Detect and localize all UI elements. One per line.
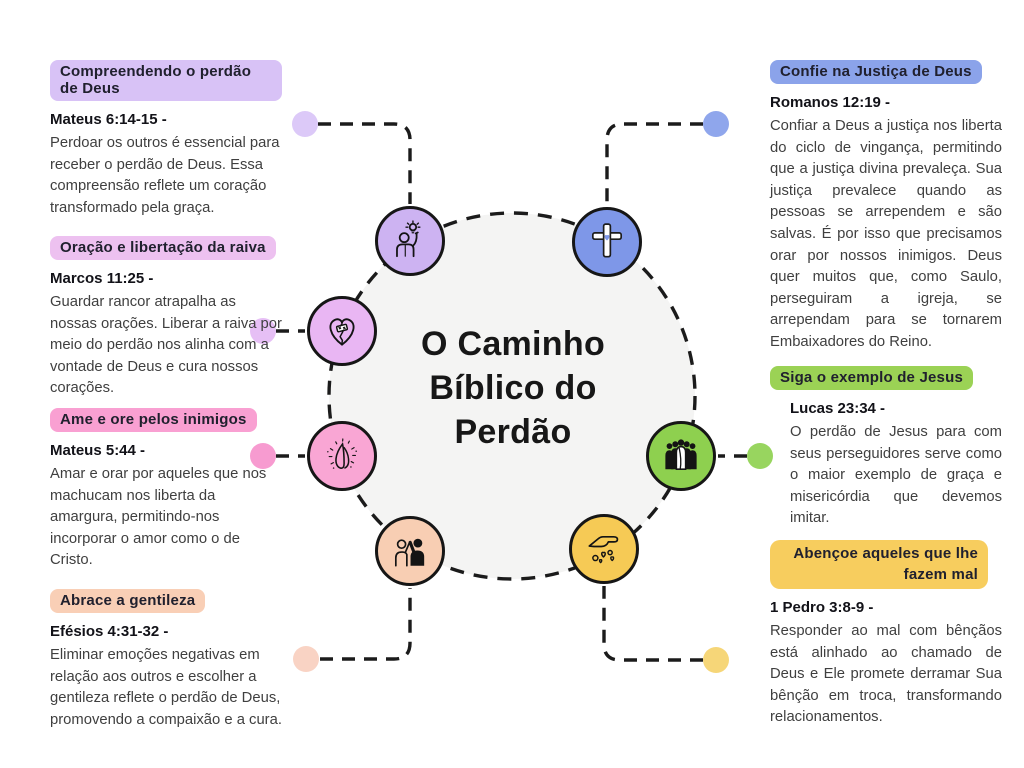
node-understanding (375, 206, 445, 276)
connector-dot-praying-hands (250, 443, 276, 469)
section-header-pill: Abrace a gentileza (50, 589, 206, 613)
node-giving-hand (569, 514, 639, 584)
center-circle (327, 211, 697, 581)
understanding-idea-icon (389, 220, 431, 262)
verse-reference: Romanos 12:19 - (770, 94, 891, 111)
jesus-group-icon (659, 434, 703, 478)
section-confie-na-justica: Confie na Justiça de Deus Romanos 12:19 … (770, 60, 1002, 354)
connector-line-understanding (318, 122, 412, 204)
section-body-text: O perdão de Jesus para com seus persegui… (790, 424, 1002, 527)
verse-reference: Mateus 5:44 - (50, 442, 146, 459)
verse-reference: 1 Pedro 3:8-9 - (770, 599, 874, 616)
connector-dot-understanding (292, 111, 318, 137)
connector-dot-cross (703, 111, 729, 137)
section-oracao-e-libertacao: Oração e libertação da raiva Marcos 11:2… (50, 236, 282, 400)
diagram-title: O Caminho Bíblico do Perdão (420, 325, 606, 451)
cross-heart-icon (586, 221, 628, 263)
connector-dot-jesus-group (747, 443, 773, 469)
section-header-pill: Oração e libertação da raiva (50, 236, 276, 260)
broken-heart-patch-icon (321, 310, 363, 352)
section-abrace-a-gentileza: Abrace a gentileza Efésios 4:31-32 - Eli… (50, 589, 282, 731)
section-header-pill: Compreendendo o perdão de Deus (50, 60, 282, 101)
section-body-text: Eliminar emoções negativas em relação ao… (50, 647, 282, 728)
node-high-five (375, 516, 445, 586)
verse-reference: Mateus 6:14-15 - (50, 111, 167, 128)
section-header-pill: Confie na Justiça de Deus (770, 60, 982, 84)
section-header-pill: Siga o exemplo de Jesus (770, 366, 974, 390)
node-broken-heart (307, 296, 377, 366)
giving-hand-hearts-icon (583, 528, 625, 570)
section-ame-e-ore: Ame e ore pelos inimigos Mateus 5:44 - A… (50, 408, 282, 572)
section-body-text: Perdoar os outros é essencial para receb… (50, 135, 280, 216)
connector-line-high-five (320, 588, 412, 661)
high-five-people-icon (389, 530, 431, 572)
section-header-pill: Ame e ore pelos inimigos (50, 408, 257, 432)
connector-line-giving-hand (602, 586, 703, 662)
section-body-text: Responder ao mal com bênçãos está alinha… (770, 623, 1002, 726)
verse-reference: Marcos 11:25 - (50, 270, 154, 287)
section-header-pill: Abençoe aqueles que lhe fazem mal (770, 540, 988, 589)
indented-verse-block: Lucas 23:34 - O perdão de Jesus para com… (790, 400, 1002, 530)
section-compreendendo-o-perdao: Compreendendo o perdão de Deus Mateus 6:… (50, 60, 282, 219)
verse-reference: Efésios 4:31-32 - (50, 623, 169, 640)
node-jesus-group (646, 421, 716, 491)
connector-dot-broken-heart (250, 318, 276, 344)
section-siga-o-exemplo: Siga o exemplo de Jesus Lucas 23:34 - O … (770, 366, 1002, 530)
section-body-text: Guardar rancor atrapalha as nossas oraçõ… (50, 294, 282, 397)
connector-dot-giving-hand (703, 647, 729, 673)
section-abencoe-aqueles: Abençoe aqueles que lhe fazem mal 1 Pedr… (770, 540, 1002, 729)
node-cross (572, 207, 642, 277)
connector-line-cross (605, 122, 703, 205)
node-praying-hands (307, 421, 377, 491)
connector-dot-high-five (293, 646, 319, 672)
section-body-text: Confiar a Deus a justiça nos liberta do … (770, 118, 1002, 350)
section-body-text: Amar e orar por aqueles que nos machucam… (50, 466, 267, 569)
praying-hands-icon (321, 435, 363, 477)
verse-reference: Lucas 23:34 - (790, 400, 886, 417)
